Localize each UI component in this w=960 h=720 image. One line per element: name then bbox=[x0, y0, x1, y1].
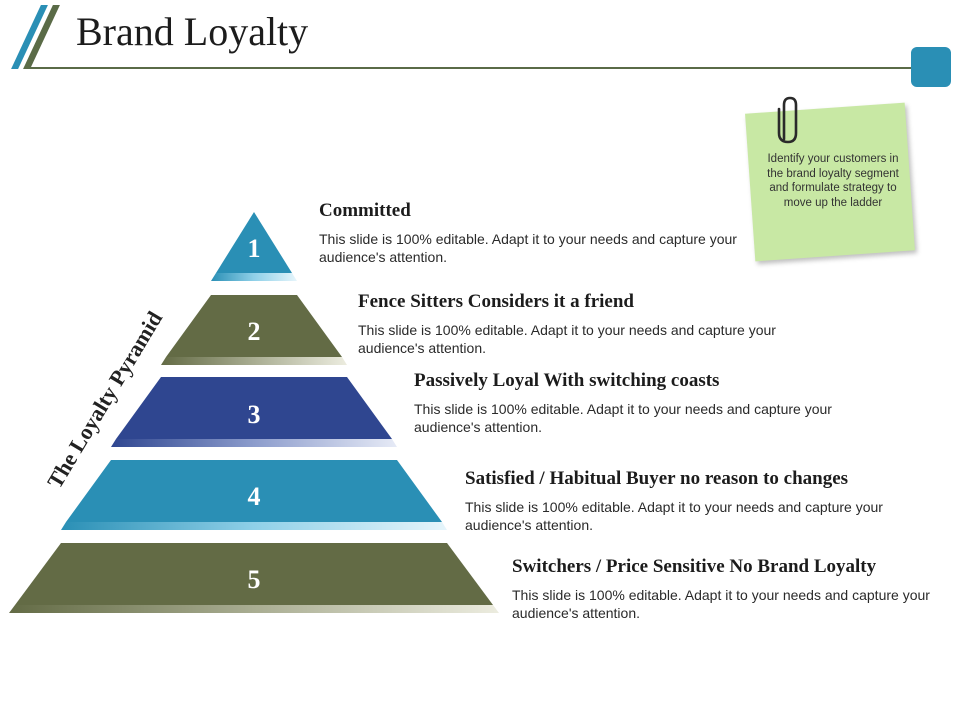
tier-description-1: This slide is 100% editable. Adapt it to… bbox=[319, 231, 737, 265]
tier-description-5: This slide is 100% editable. Adapt it to… bbox=[512, 587, 930, 621]
tier-heading-1: Committed bbox=[319, 200, 411, 221]
sticky-note-text: Identify your customers in the brand loy… bbox=[767, 153, 899, 209]
tier-number-5: 5 bbox=[248, 565, 261, 594]
tier-text-4: Satisfied / Habitual Buyer no reason to … bbox=[465, 468, 885, 534]
tier-number-2: 2 bbox=[248, 317, 261, 346]
tier-number-3: 3 bbox=[248, 400, 261, 429]
tier-text-5: Switchers / Price Sensitive No Brand Loy… bbox=[512, 556, 932, 622]
pyramid-tier-4: 4 bbox=[61, 460, 447, 530]
tier-heading-2: Fence Sitters Considers it a friend bbox=[358, 291, 634, 312]
tier-number-1: 1 bbox=[248, 234, 261, 263]
slide-title: Brand Loyalty bbox=[76, 9, 309, 54]
tier-heading-4: Satisfied / Habitual Buyer no reason to … bbox=[465, 468, 849, 489]
pyramid-tier-3: 3 bbox=[111, 377, 397, 447]
paperclip-icon bbox=[777, 96, 798, 144]
pyramid-tier-5: 5 bbox=[9, 543, 499, 613]
tier-number-4: 4 bbox=[248, 482, 261, 511]
tier-text-1: Committed This slide is 100% editable. A… bbox=[319, 200, 739, 266]
sticky-note: Identify your customers in the brand loy… bbox=[745, 96, 921, 266]
tier-description-4: This slide is 100% editable. Adapt it to… bbox=[465, 499, 883, 533]
corner-accent-square bbox=[911, 47, 951, 87]
title-underline bbox=[30, 67, 915, 69]
tier-heading-5: Switchers / Price Sensitive No Brand Loy… bbox=[512, 556, 877, 577]
tier-description-2: This slide is 100% editable. Adapt it to… bbox=[358, 322, 776, 356]
pyramid-tier-2: 2 bbox=[161, 295, 347, 365]
tier-text-2: Fence Sitters Considers it a friend This… bbox=[358, 291, 778, 357]
tier-heading-3: Passively Loyal With switching coasts bbox=[414, 370, 720, 391]
tier-description-3: This slide is 100% editable. Adapt it to… bbox=[414, 401, 832, 435]
pyramid-tier-1: 1 bbox=[211, 212, 297, 281]
tier-text-3: Passively Loyal With switching coasts Th… bbox=[414, 370, 834, 436]
